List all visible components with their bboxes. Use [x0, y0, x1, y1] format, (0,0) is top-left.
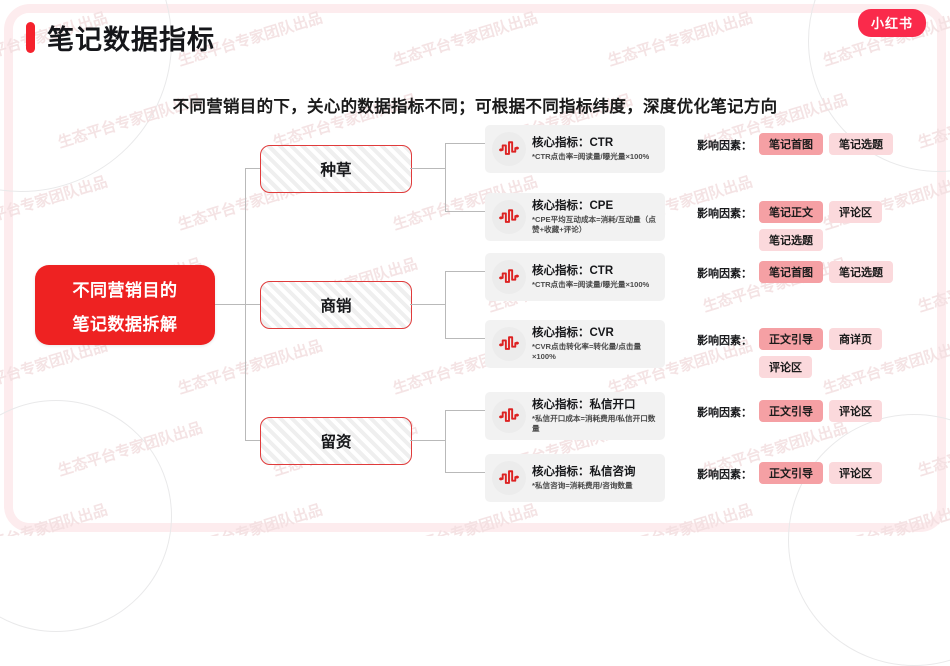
root-line-2: 笔记数据拆解 [72, 314, 178, 334]
pulse-wave-icon [492, 200, 526, 234]
influence-factor-label: 影响因素： [697, 140, 752, 152]
connector-branch3-card2 [445, 472, 485, 474]
connector-branch3-spine [445, 410, 447, 472]
metric-text: 核心指标：CVR *CVR点击转化率=转化量/点击量×100% [532, 326, 658, 362]
metric-text: 核心指标：私信开口 *私信开口成本=消耗费用/私信开口数量 [532, 398, 658, 434]
metric-note: *私信开口成本=消耗费用/私信开口数量 [532, 414, 656, 434]
branch-node-liuzi[interactable]: 留资 [260, 417, 412, 465]
influence-factor-group: 影响因素： 笔记首图笔记选题 [697, 133, 919, 155]
influence-factor-group: 影响因素： 正文引导商详页评论区 [697, 328, 919, 378]
connector-to-branch-2 [245, 304, 270, 306]
factor-tag[interactable]: 评论区 [829, 462, 882, 484]
connector-branch2-spine [445, 271, 447, 338]
metric-text: 核心指标：CTR *CTR点击率=阅读量/曝光量×100% [532, 136, 658, 162]
title-accent-bar [26, 22, 35, 53]
metric-title: 核心指标：CPE [532, 199, 614, 212]
page-title: 笔记数据指标 [47, 25, 215, 55]
connector-branch3-stem [410, 440, 445, 442]
metric-text: 核心指标：私信咨询 *私信咨询=消耗费用/咨询数量 [532, 465, 658, 491]
branch-node-zhongcao[interactable]: 种草 [260, 145, 412, 193]
connector-branch1-card2 [445, 211, 485, 213]
metric-note: *CPE平均互动成本=消耗/互动量（点赞+收藏+评论） [532, 215, 656, 235]
metric-card[interactable]: 核心指标：私信咨询 *私信咨询=消耗费用/咨询数量 [485, 454, 665, 502]
metric-title: 核心指标：CVR [532, 326, 614, 339]
pulse-wave-icon [492, 260, 526, 294]
factor-tag-list: 正文引导评论区 [759, 462, 919, 484]
factor-tag[interactable]: 笔记选题 [829, 133, 893, 155]
factor-tag-list: 正文引导商详页评论区 [759, 328, 919, 378]
brand-logo: 小红书 [857, 9, 926, 37]
factor-tag[interactable]: 正文引导 [759, 328, 823, 350]
influence-factor-group: 影响因素： 正文引导评论区 [697, 400, 919, 422]
connector-branch2-stem [410, 304, 445, 306]
connector-to-branch-1 [245, 168, 270, 170]
pulse-wave-icon [492, 132, 526, 166]
page-title-group: 笔记数据指标 [26, 18, 215, 57]
connector-branch1-spine [445, 143, 447, 211]
factor-tag[interactable]: 正文引导 [759, 462, 823, 484]
influence-factor-label: 影响因素： [697, 208, 752, 220]
metric-title: 核心指标：CTR [532, 136, 614, 149]
influence-factor-label: 影响因素： [697, 407, 752, 419]
branch-label: 留资 [320, 434, 352, 451]
connector-branch2-card1 [445, 271, 485, 273]
root-line-1: 不同营销目的 [72, 280, 178, 300]
metric-note: *CVR点击转化率=转化量/点击量×100% [532, 342, 642, 362]
factor-tag[interactable]: 正文引导 [759, 400, 823, 422]
factor-tag-list: 笔记首图笔记选题 [759, 261, 919, 283]
factor-tag[interactable]: 评论区 [759, 356, 812, 378]
metric-card[interactable]: 核心指标：CPE *CPE平均互动成本=消耗/互动量（点赞+收藏+评论） [485, 193, 665, 241]
influence-factor-label: 影响因素： [697, 268, 752, 280]
factor-tag-list: 笔记首图笔记选题 [759, 133, 919, 155]
connector-branch1-card1 [445, 143, 485, 145]
mindmap-root-node[interactable]: 不同营销目的 笔记数据拆解 [35, 265, 215, 345]
pulse-wave-icon [492, 399, 526, 433]
connector-to-branch-3 [245, 440, 270, 442]
metric-text: 核心指标：CPE *CPE平均互动成本=消耗/互动量（点赞+收藏+评论） [532, 199, 658, 235]
pulse-wave-icon [492, 327, 526, 361]
metric-card[interactable]: 核心指标：私信开口 *私信开口成本=消耗费用/私信开口数量 [485, 392, 665, 440]
factor-tag[interactable]: 评论区 [829, 400, 882, 422]
metric-card[interactable]: 核心指标：CTR *CTR点击率=阅读量/曝光量×100% [485, 125, 665, 173]
influence-factor-label: 影响因素： [697, 469, 752, 481]
factor-tag[interactable]: 笔记首图 [759, 261, 823, 283]
pulse-wave-icon [492, 461, 526, 495]
metric-card[interactable]: 核心指标：CTR *CTR点击率=阅读量/曝光量×100% [485, 253, 665, 301]
factor-tag[interactable]: 笔记首图 [759, 133, 823, 155]
metric-note: *私信咨询=消耗费用/咨询数量 [532, 481, 633, 491]
metric-note: *CTR点击率=阅读量/曝光量×100% [532, 152, 650, 162]
connector-branch1-stem [410, 168, 445, 170]
metric-title: 核心指标：CTR [532, 264, 614, 277]
metric-title: 核心指标：私信咨询 [532, 465, 636, 478]
factor-tag[interactable]: 商详页 [829, 328, 882, 350]
factor-tag-list: 正文引导评论区 [759, 400, 919, 422]
metric-title: 核心指标：私信开口 [532, 398, 636, 411]
branch-label: 商销 [320, 298, 352, 315]
connector-branch2-card2 [445, 338, 485, 340]
connector-root-stem [215, 304, 245, 306]
factor-tag[interactable]: 评论区 [829, 201, 882, 223]
metric-text: 核心指标：CTR *CTR点击率=阅读量/曝光量×100% [532, 264, 658, 290]
metric-note: *CTR点击率=阅读量/曝光量×100% [532, 280, 650, 290]
influence-factor-label: 影响因素： [697, 335, 752, 347]
connector-branch3-card1 [445, 410, 485, 412]
influence-factor-group: 影响因素： 笔记首图笔记选题 [697, 261, 919, 283]
metric-card[interactable]: 核心指标：CVR *CVR点击转化率=转化量/点击量×100% [485, 320, 665, 368]
factor-tag[interactable]: 笔记选题 [829, 261, 893, 283]
slide-content: 笔记数据指标 小红书 不同营销目的下，关心的数据指标不同；可根据不同指标纬度，深… [0, 9, 950, 515]
mindmap: 不同营销目的 笔记数据拆解 种草 商销 留资 [0, 125, 950, 515]
factor-tag-list: 笔记正文评论区笔记选题 [759, 201, 919, 251]
influence-factor-group: 影响因素： 笔记正文评论区笔记选题 [697, 201, 919, 251]
factor-tag[interactable]: 笔记正文 [759, 201, 823, 223]
influence-factor-group: 影响因素： 正文引导评论区 [697, 462, 919, 484]
branch-node-shangxiao[interactable]: 商销 [260, 281, 412, 329]
factor-tag[interactable]: 笔记选题 [759, 229, 823, 251]
branch-label: 种草 [320, 162, 352, 179]
page-subtitle: 不同营销目的下，关心的数据指标不同；可根据不同指标纬度，深度优化笔记方向 [172, 98, 778, 116]
